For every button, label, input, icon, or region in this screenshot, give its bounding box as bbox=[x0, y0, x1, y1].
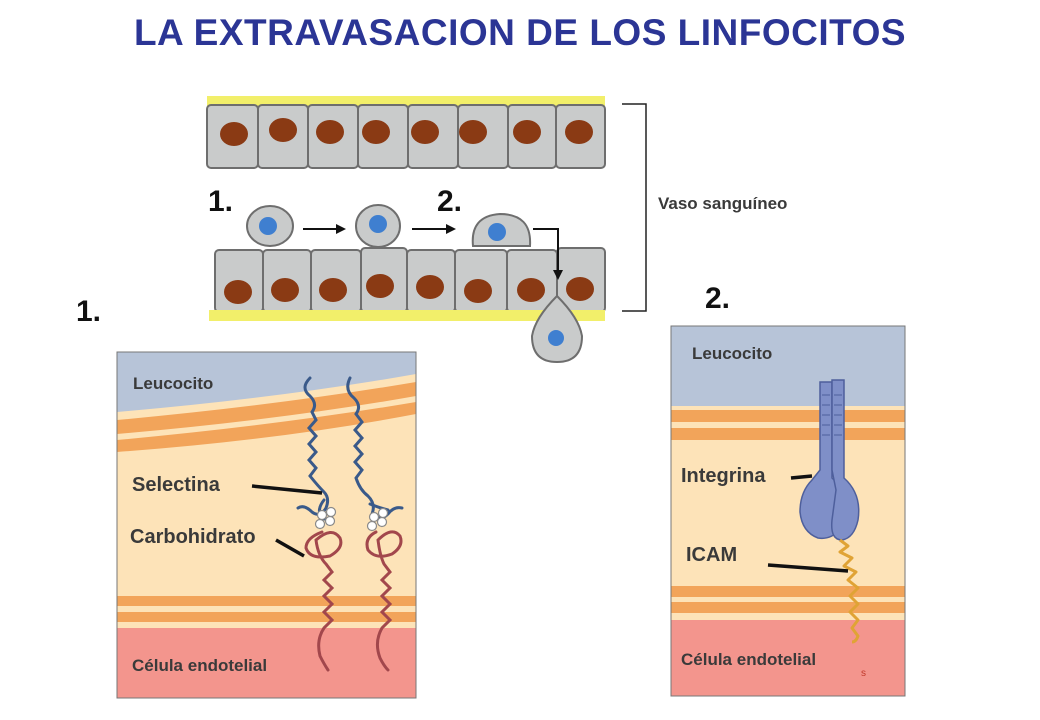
panel-2-endothelial-label: Célula endotelial bbox=[681, 650, 817, 669]
lymphocyte-rolling-1 bbox=[246, 205, 294, 247]
vessel-step-2-label: 2. bbox=[437, 185, 463, 218]
migration-arrows bbox=[303, 224, 563, 280]
lymphocyte-adhering bbox=[471, 212, 532, 247]
vessel-bottom-wall bbox=[209, 247, 606, 321]
page-title: LA EXTRAVASACION DE LOS LINFOCITOS bbox=[133, 12, 907, 53]
panel-1-leukocyte-label: Leucocito bbox=[133, 374, 214, 393]
panel-1-selectin bbox=[116, 351, 417, 699]
carbohydrate-label: Carbohidrato bbox=[130, 526, 256, 548]
lymphocyte-transmigrating bbox=[530, 294, 584, 364]
panel-2-number: 2. bbox=[705, 282, 731, 315]
integrin-label: Integrina bbox=[681, 465, 766, 487]
vessel-label: Vaso sanguíneo bbox=[658, 194, 788, 213]
panel-1-number: 1. bbox=[76, 295, 102, 328]
selectin-label: Selectina bbox=[132, 474, 220, 496]
vessel-top-wall bbox=[206, 96, 606, 169]
panel-1-endothelial-label: Célula endotelial bbox=[132, 656, 268, 675]
lymphocyte-rolling-2 bbox=[355, 204, 401, 248]
svg-text:s: s bbox=[861, 668, 866, 679]
panel-2-leukocyte-label: Leucocito bbox=[692, 344, 773, 363]
icam-label: ICAM bbox=[686, 544, 738, 566]
vessel-bracket bbox=[622, 103, 647, 312]
vessel-step-1-label: 1. bbox=[208, 185, 234, 218]
panel-2-integrin: s bbox=[670, 325, 906, 697]
